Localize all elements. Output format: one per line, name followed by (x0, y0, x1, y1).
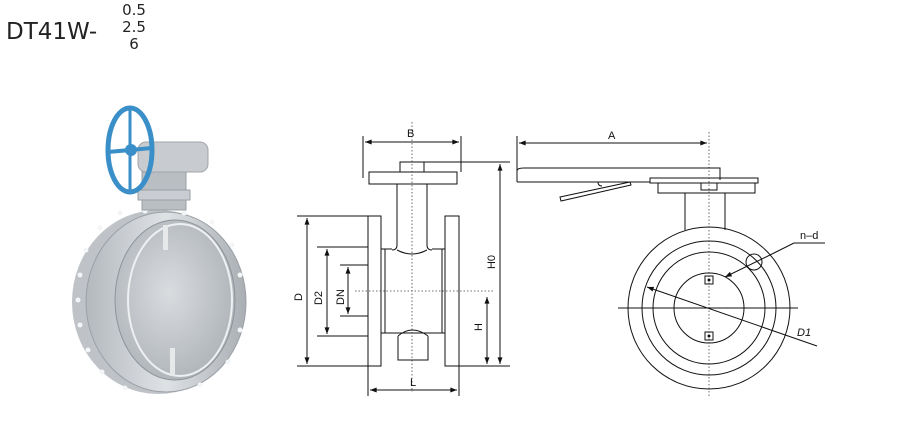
label-D: D (293, 293, 305, 301)
valve-photo (72, 105, 247, 394)
front-view-drawing: A n–d D1 (516, 130, 825, 396)
pressure-rating: 0.5 (122, 1, 146, 19)
label-n-d: n–d (800, 230, 818, 242)
dimension-D1 (646, 286, 818, 347)
model-name: DT41W- (6, 19, 98, 45)
lever-handle (559, 181, 632, 202)
handwheel (105, 105, 155, 195)
bolt-holes (75, 208, 243, 391)
label-H0: H0 (486, 255, 498, 269)
label-DN: DN (335, 289, 347, 305)
pressure-rating: 6 (129, 35, 139, 53)
upper-shaft (163, 225, 168, 250)
valve-opening (114, 219, 236, 381)
label-D1: D1 (797, 327, 811, 339)
lower-shaft (170, 348, 175, 376)
bolt-hole (745, 253, 763, 271)
label-L: L (410, 377, 416, 389)
label-D2: D2 (313, 291, 325, 305)
label-A: A (608, 130, 616, 142)
label-H: H (473, 323, 485, 331)
side-view-drawing: B L D D2 DN H H0 (293, 122, 510, 396)
top-plate (649, 177, 759, 184)
neck-flange (137, 189, 191, 201)
label-B: B (407, 128, 414, 140)
pressure-ratings: 0.5 2.5 6 (121, 2, 147, 53)
gearbox (137, 141, 209, 173)
disc-edge (127, 223, 233, 377)
pressure-rating: 2.5 (122, 18, 146, 36)
